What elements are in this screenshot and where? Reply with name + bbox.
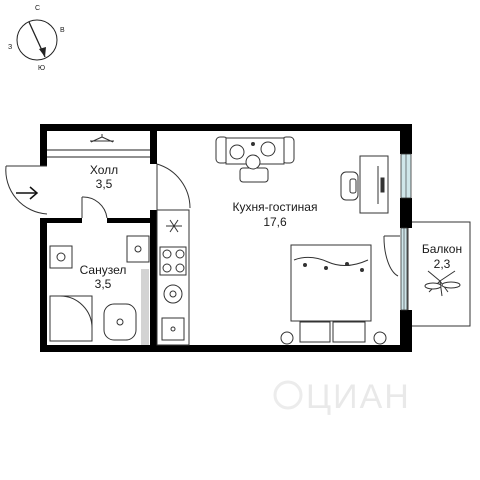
plant-icon bbox=[424, 270, 461, 297]
entrance-door bbox=[5, 165, 48, 215]
balcony-outline bbox=[402, 221, 471, 327]
kitchen-door bbox=[156, 163, 191, 210]
bathroom-name: Санузел bbox=[80, 263, 127, 277]
compass-south: Ю bbox=[38, 65, 45, 72]
compass-east: В bbox=[60, 27, 65, 34]
bed bbox=[280, 244, 387, 345]
room-labels: Холл 3,5 Санузел 3,5 Кухня-гостиная 17,6… bbox=[80, 163, 463, 291]
hob-icon bbox=[159, 246, 187, 276]
compass-west: З bbox=[8, 44, 12, 51]
kitchen-living-area: 17,6 bbox=[263, 215, 287, 229]
bathroom-door bbox=[81, 196, 108, 219]
bathroom-area: 3,5 bbox=[95, 277, 112, 291]
compass: С В Ю З bbox=[8, 5, 65, 72]
washing-machine bbox=[126, 235, 150, 345]
dining-table bbox=[215, 136, 295, 183]
watermark: ЦИАН bbox=[273, 378, 411, 416]
walls bbox=[40, 124, 412, 352]
balcony-area: 2,3 bbox=[434, 257, 451, 271]
balcony-name: Балкон bbox=[422, 242, 462, 256]
fridge-icon bbox=[166, 219, 182, 233]
kitchen-living-name: Кухня-гостиная bbox=[233, 200, 318, 214]
windows bbox=[400, 153, 412, 311]
hall-area: 3,5 bbox=[96, 177, 113, 191]
balcony-door bbox=[383, 235, 400, 277]
wardrobe bbox=[90, 134, 114, 143]
compass-north: С bbox=[35, 5, 40, 12]
desk bbox=[340, 155, 389, 214]
kitchen-counter bbox=[156, 209, 190, 346]
watermark-text: ЦИАН bbox=[306, 378, 411, 416]
interior-partitions bbox=[47, 149, 156, 158]
hall-name: Холл bbox=[90, 163, 118, 177]
sink-icon bbox=[161, 284, 185, 341]
bathroom-fixtures bbox=[49, 245, 137, 342]
